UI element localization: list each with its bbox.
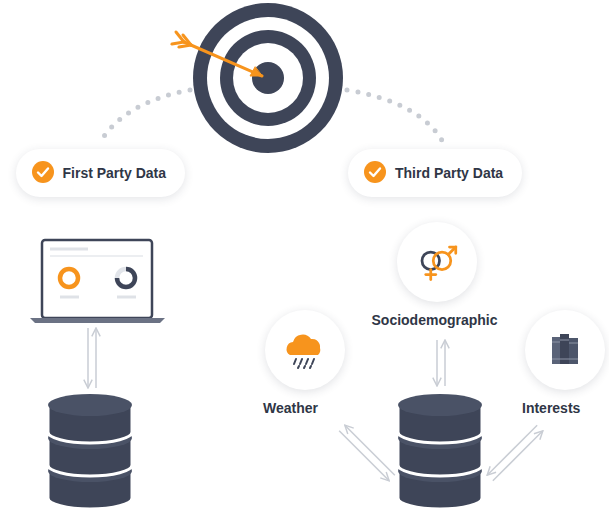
- icon-disc: [265, 310, 345, 390]
- icon-disc: [525, 310, 605, 390]
- database: [48, 394, 132, 509]
- double-arrow: [88, 328, 96, 388]
- database: [398, 394, 482, 509]
- node-label: First Party Data: [63, 164, 166, 182]
- node-label: Sociodemographic: [372, 311, 498, 329]
- laptop: [30, 240, 165, 323]
- icon: [265, 310, 345, 390]
- icon-circle: Interests: [522, 310, 606, 418]
- target-arrow: [172, 32, 262, 76]
- icon-circle: Sociodemographic: [372, 222, 503, 330]
- double-arrow: [487, 425, 543, 481]
- check-icon: [31, 160, 55, 184]
- data-pill: Third Party Data: [348, 149, 522, 197]
- icon: [397, 222, 477, 302]
- data-pill: First Party Data: [16, 149, 185, 197]
- icon: [525, 310, 605, 390]
- double-arrow: [339, 425, 395, 481]
- check-icon: [363, 160, 387, 184]
- icon-circle: Weather: [263, 310, 347, 418]
- node-label: Third Party Data: [395, 164, 503, 182]
- node-label: Interests: [522, 399, 580, 417]
- target: [193, 3, 343, 153]
- node-label: Weather: [263, 399, 318, 417]
- double-arrow: [437, 340, 445, 386]
- icon-disc: [397, 222, 477, 302]
